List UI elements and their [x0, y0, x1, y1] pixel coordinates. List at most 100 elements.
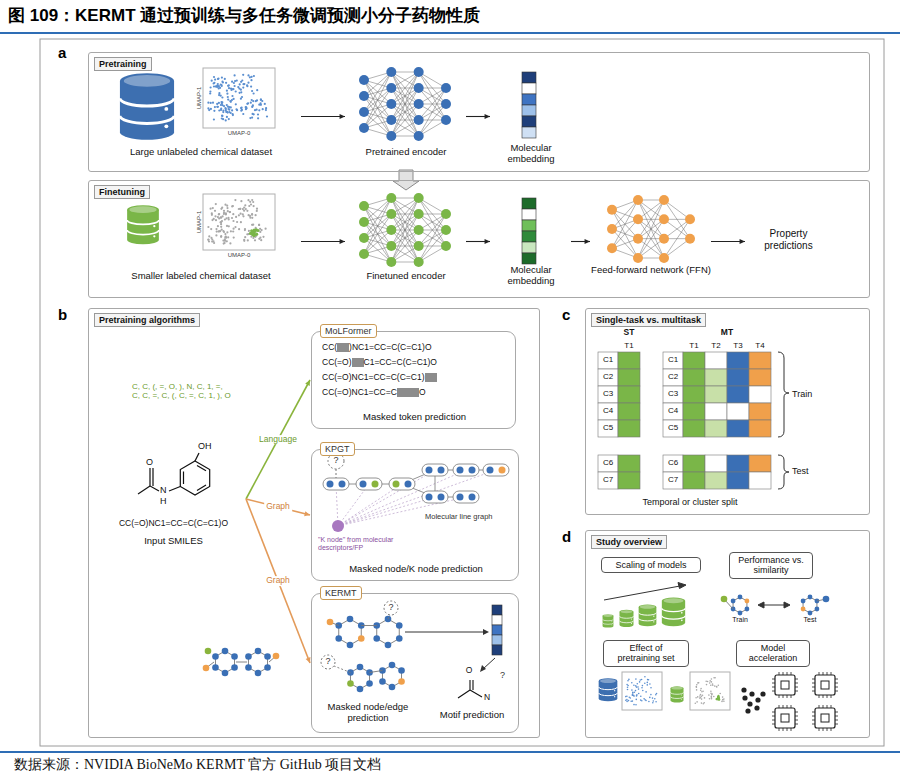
network-neuron: [607, 205, 617, 215]
embedding-cell: [522, 209, 536, 220]
node-text: Motif prediction: [428, 710, 516, 721]
label-text: C4: [668, 406, 678, 415]
umap-point: [240, 98, 242, 100]
umap-point: [218, 92, 220, 94]
node-text: Scaling of models: [606, 560, 696, 570]
k-node-link: [338, 497, 435, 526]
umap-point: [228, 111, 230, 113]
label-text: N: [160, 485, 167, 495]
arrowhead: [340, 239, 345, 244]
network-neuron: [386, 115, 396, 125]
umap-point: [251, 117, 253, 119]
umap-point: [227, 108, 229, 110]
network-link: [391, 72, 418, 120]
umap-point: [246, 233, 248, 235]
umap-point: [251, 213, 253, 215]
dataset-icon: [603, 614, 614, 627]
umap-point: [705, 681, 707, 683]
figure-title: 图 109：KERMT 通过预训练与多任务微调预测小分子药物性质: [8, 6, 480, 26]
panel-box: FinetuningSmaller labeled chemical datas…: [88, 180, 870, 298]
umap-point: [249, 201, 251, 203]
umap-point: [637, 683, 639, 685]
task-cell: [663, 420, 683, 437]
embedding-cell: [522, 220, 536, 231]
atom-dot: [398, 678, 405, 685]
umap-point: [223, 243, 225, 245]
label-text: C2: [603, 372, 613, 381]
atom-dot: [212, 664, 219, 671]
embedding-cell: [522, 127, 536, 138]
atom-dot: [745, 607, 750, 612]
connector: [246, 499, 310, 515]
network-neuron: [414, 241, 424, 251]
task-cell: [749, 369, 771, 386]
umap-point: [256, 208, 258, 210]
split-brace: [778, 455, 789, 489]
umap-point: [217, 86, 219, 88]
umap-point: [699, 695, 701, 697]
label-text: C3: [668, 389, 678, 398]
stage-block: Pretrained encoder: [346, 63, 466, 169]
umap-point: [637, 686, 639, 688]
umap-point: [708, 694, 710, 696]
stage-block: Feed-forward network (FFN): [591, 191, 711, 291]
panel-heading: Single-task vs. multitask: [591, 313, 706, 327]
masked-node: [384, 601, 398, 615]
umap-point: [220, 101, 222, 103]
umap-point: [218, 213, 220, 215]
network-neuron: [441, 99, 451, 109]
arrowhead: [485, 114, 490, 119]
umap-point: [243, 210, 245, 212]
network-neuron: [441, 83, 451, 93]
umap-point: [644, 676, 646, 678]
umap-point: [632, 692, 634, 694]
umap-point: [718, 696, 720, 698]
umap-point: [625, 696, 627, 698]
chip-pin: [812, 705, 838, 731]
umap-point: [638, 693, 640, 695]
similarity-arrow: [758, 602, 790, 608]
umap-point: [709, 682, 711, 684]
label-text: O: [466, 666, 473, 676]
embedding-cell: [522, 231, 536, 242]
umap-point: [700, 689, 702, 691]
dataset-icon: [670, 686, 683, 702]
umap-frame: [203, 68, 275, 128]
atom-dot: [245, 664, 252, 671]
task-cell: [705, 472, 727, 489]
split-brace: [778, 352, 789, 489]
umap-point: [241, 109, 243, 111]
panel-letter: c: [562, 306, 570, 323]
label-text: Test: [804, 616, 817, 624]
umap-point: [645, 691, 647, 693]
umap-point: [247, 82, 249, 84]
task-cell: [598, 386, 618, 403]
task-cell: [727, 403, 749, 420]
node-text: Masked node/K node prediction: [312, 564, 520, 575]
umap-point: [240, 213, 242, 215]
network-neuron: [659, 234, 669, 244]
task-cell: [618, 472, 640, 489]
network-link: [391, 88, 418, 136]
umap-point: [702, 691, 704, 693]
network-neuron: [685, 214, 695, 224]
umap-point: [210, 102, 212, 104]
umap-point: [218, 213, 220, 215]
label-text: ?: [325, 656, 330, 666]
network-neuron: [441, 225, 451, 235]
embedding-cell: [492, 625, 502, 635]
umap-point: [241, 107, 243, 109]
network-neuron: [386, 193, 396, 203]
umap-point: [224, 236, 226, 238]
umap-point: [251, 106, 253, 108]
umap-point: [230, 230, 232, 232]
embedding-cell: [522, 242, 536, 253]
embedding-cell: [492, 635, 502, 645]
atom-dot: [487, 467, 494, 474]
umap-point: [209, 91, 211, 93]
umap-point: [714, 677, 716, 679]
label-text: C1: [603, 355, 613, 364]
umap-point: [714, 685, 716, 687]
network-link: [364, 112, 391, 136]
label-text: C6: [668, 458, 678, 467]
